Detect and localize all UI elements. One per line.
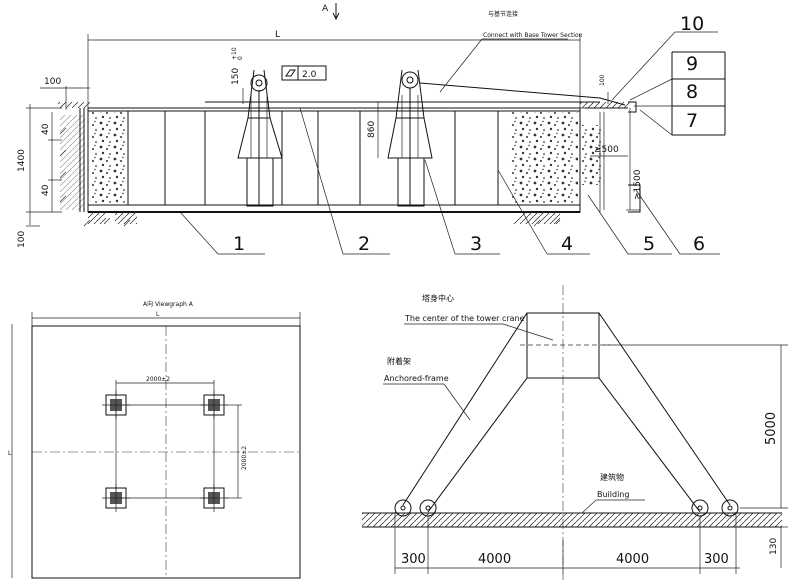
callout-3: 3 bbox=[470, 233, 482, 255]
dim-40-top: 40 bbox=[41, 123, 51, 135]
dim-100-bottom: 100 bbox=[17, 231, 27, 248]
connect-label-cn: 与基节连接 bbox=[488, 10, 518, 18]
dim-300-left: 300 bbox=[401, 552, 426, 567]
dim-4000-left: 4000 bbox=[478, 552, 511, 567]
dim-1400: 1400 bbox=[17, 149, 27, 172]
anchor-bolt-group-tr bbox=[200, 391, 228, 419]
center-label-en: The center of the tower crane bbox=[404, 314, 525, 323]
dim-150-tol-upper: +10 bbox=[231, 47, 238, 60]
center-label-cn: 塔身中心 bbox=[422, 293, 454, 303]
dim-100-right: 100 bbox=[599, 74, 606, 86]
view-a-dim-L-top: L bbox=[156, 311, 160, 318]
dim-500: ≥500 bbox=[594, 145, 619, 155]
callout-1: 1 bbox=[233, 233, 245, 255]
gravel-fill-right bbox=[510, 112, 578, 205]
callout-7: 7 bbox=[686, 110, 698, 132]
foundation-box bbox=[87, 107, 581, 213]
dim-860: 860 bbox=[367, 121, 377, 138]
callout-10: 10 bbox=[680, 13, 704, 35]
foundation-section-view: A L 与基节连接 Connect with Base Tower Sectio… bbox=[17, 3, 726, 255]
dim-300-right: 300 bbox=[704, 552, 729, 567]
view-a-title: A向 Viewgraph A bbox=[143, 300, 194, 308]
flatness-value: 2.0 bbox=[302, 70, 317, 80]
dim-150: 150 bbox=[231, 68, 241, 85]
anchor-frame-view: 塔身中心 The center of the tower crane 附着架 A… bbox=[362, 285, 788, 580]
dim-4000-right: 4000 bbox=[616, 552, 649, 567]
dim-40-bottom: 40 bbox=[41, 184, 51, 196]
anchor-bolt-group-bl bbox=[102, 484, 130, 512]
viewgraph-a: A向 Viewgraph A L L 2000±2 2000±2 bbox=[8, 300, 301, 579]
view-a-mark: A bbox=[322, 4, 329, 14]
building-label-en: Building bbox=[597, 490, 629, 499]
callout-8: 8 bbox=[686, 81, 698, 103]
building-label-cn: 建筑物 bbox=[600, 472, 624, 482]
callout-2: 2 bbox=[358, 233, 370, 255]
dim-L: L bbox=[275, 30, 280, 40]
tower-body bbox=[526, 312, 600, 379]
callout-table bbox=[671, 51, 726, 136]
callout-4: 4 bbox=[561, 233, 573, 255]
flatness-box bbox=[281, 65, 327, 81]
building-slab bbox=[362, 513, 782, 527]
anchor-leg-left bbox=[237, 69, 283, 207]
view-a-dim-vertical: 2000±2 bbox=[241, 446, 248, 470]
dim-5000: 5000 bbox=[764, 412, 779, 445]
callout-5: 5 bbox=[643, 233, 655, 255]
anchor-leg-right bbox=[387, 69, 433, 207]
dim-130: 130 bbox=[769, 538, 779, 555]
dim-100-left: 100 bbox=[44, 77, 61, 87]
connect-label-en: Connect with Base Tower Section bbox=[483, 32, 583, 39]
anchor-bolt-group-tl bbox=[102, 391, 130, 419]
anchor-bolt-group-br bbox=[200, 484, 228, 512]
gravel-fill-left bbox=[90, 112, 128, 205]
view-a-dim-L-side: L bbox=[8, 450, 12, 457]
callout-6: 6 bbox=[693, 233, 705, 255]
dim-150-tol-lower: 0 bbox=[237, 56, 244, 60]
view-a-dim-horizontal: 2000±2 bbox=[146, 376, 170, 383]
frame-label-cn: 附着架 bbox=[387, 356, 411, 366]
frame-label-en: Anchored-frame bbox=[384, 374, 449, 383]
callout-9: 9 bbox=[686, 53, 698, 75]
ribs bbox=[127, 111, 499, 205]
